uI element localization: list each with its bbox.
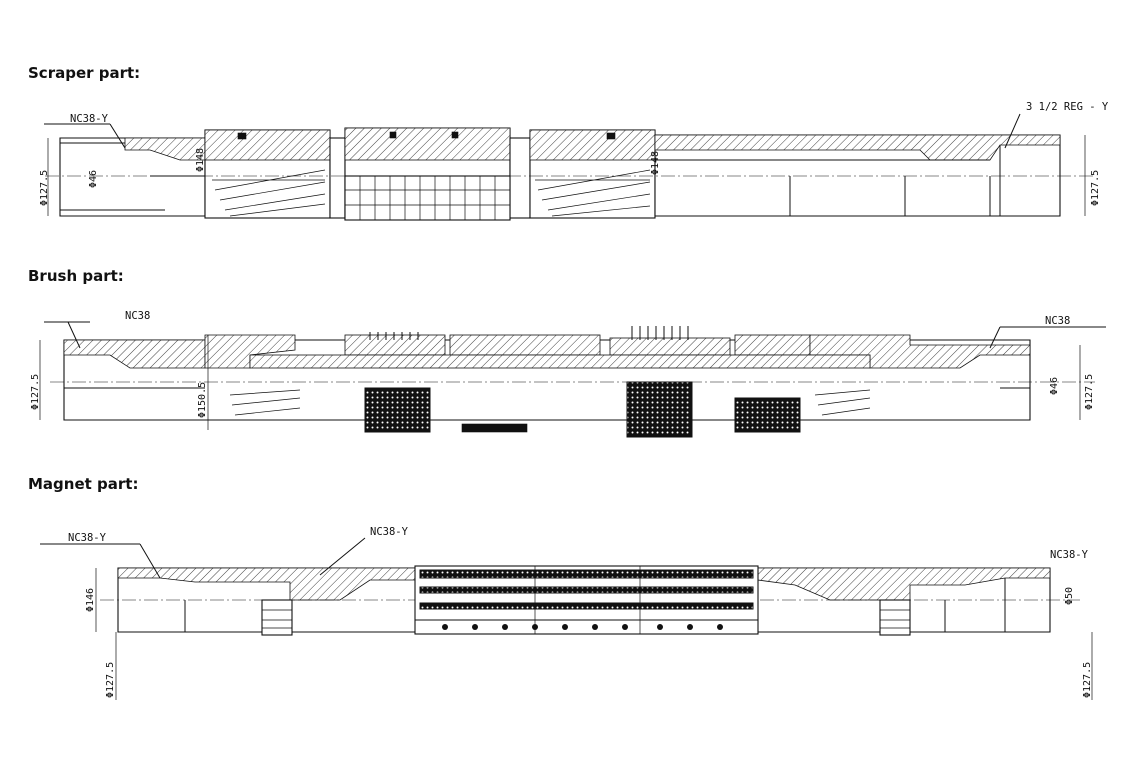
brush-title: Brush part:	[28, 267, 124, 285]
scraper-section: Scraper part:	[28, 64, 1109, 221]
scraper-blades	[212, 131, 651, 221]
scraper-dimensions: Φ127.5 Φ46 Φ148 Φ148 Φ127.5	[39, 135, 1101, 216]
magnet-left-mid: Φ146	[85, 588, 96, 612]
magnet-left-thread: NC38-Y	[68, 532, 107, 544]
magnet-title: Magnet part:	[28, 475, 138, 493]
magnet-section: Magnet part:	[28, 475, 1093, 700]
scraper-left-od: Φ127.5	[39, 170, 50, 206]
magnet-labels: NC38-Y NC38-Y NC38-Y	[40, 526, 1089, 579]
brush-right-od: Φ127.5	[1084, 374, 1095, 410]
magnet-mid-thread: NC38-Y	[370, 526, 409, 538]
brush-left-thread: NC38	[125, 310, 150, 322]
brush-left-od: Φ127.5	[30, 374, 41, 410]
scraper-right-od: Φ127.5	[1090, 170, 1101, 206]
scraper-title: Scraper part:	[28, 64, 140, 82]
scraper-labels: NC38-Y 3 1/2 REG - Y	[44, 101, 1109, 149]
brush-section: Brush part: NC	[28, 267, 1106, 438]
scraper-left-thread: NC38-Y	[70, 113, 109, 125]
brush-dimensions: Φ127.5 Φ150.5 Φ46 Φ127.5	[30, 335, 1095, 430]
brush-right-thread: NC38	[1045, 315, 1070, 327]
magnet-right-thread: NC38-Y	[1050, 549, 1089, 561]
magnet-left-od: Φ127.5	[105, 662, 116, 698]
magnet-right-id: Φ50	[1064, 587, 1075, 605]
brush-right-id: Φ46	[1049, 377, 1060, 395]
brush-bristles	[229, 326, 871, 438]
brush-mid: Φ150.5	[197, 382, 208, 418]
scraper-body	[45, 127, 1095, 221]
magnet-dimensions: Φ146 Φ50 Φ127.5 Φ127.5	[85, 568, 1093, 700]
brush-labels: NC38 NC38	[44, 310, 1106, 349]
scraper-right-thread: 3 1/2 REG - Y	[1026, 101, 1109, 113]
scraper-mid2: Φ148	[650, 151, 661, 175]
magnet-array	[414, 565, 759, 635]
scraper-left-id: Φ46	[88, 170, 99, 188]
magnet-right-od: Φ127.5	[1082, 662, 1093, 698]
scraper-mid1: Φ148	[195, 148, 206, 172]
